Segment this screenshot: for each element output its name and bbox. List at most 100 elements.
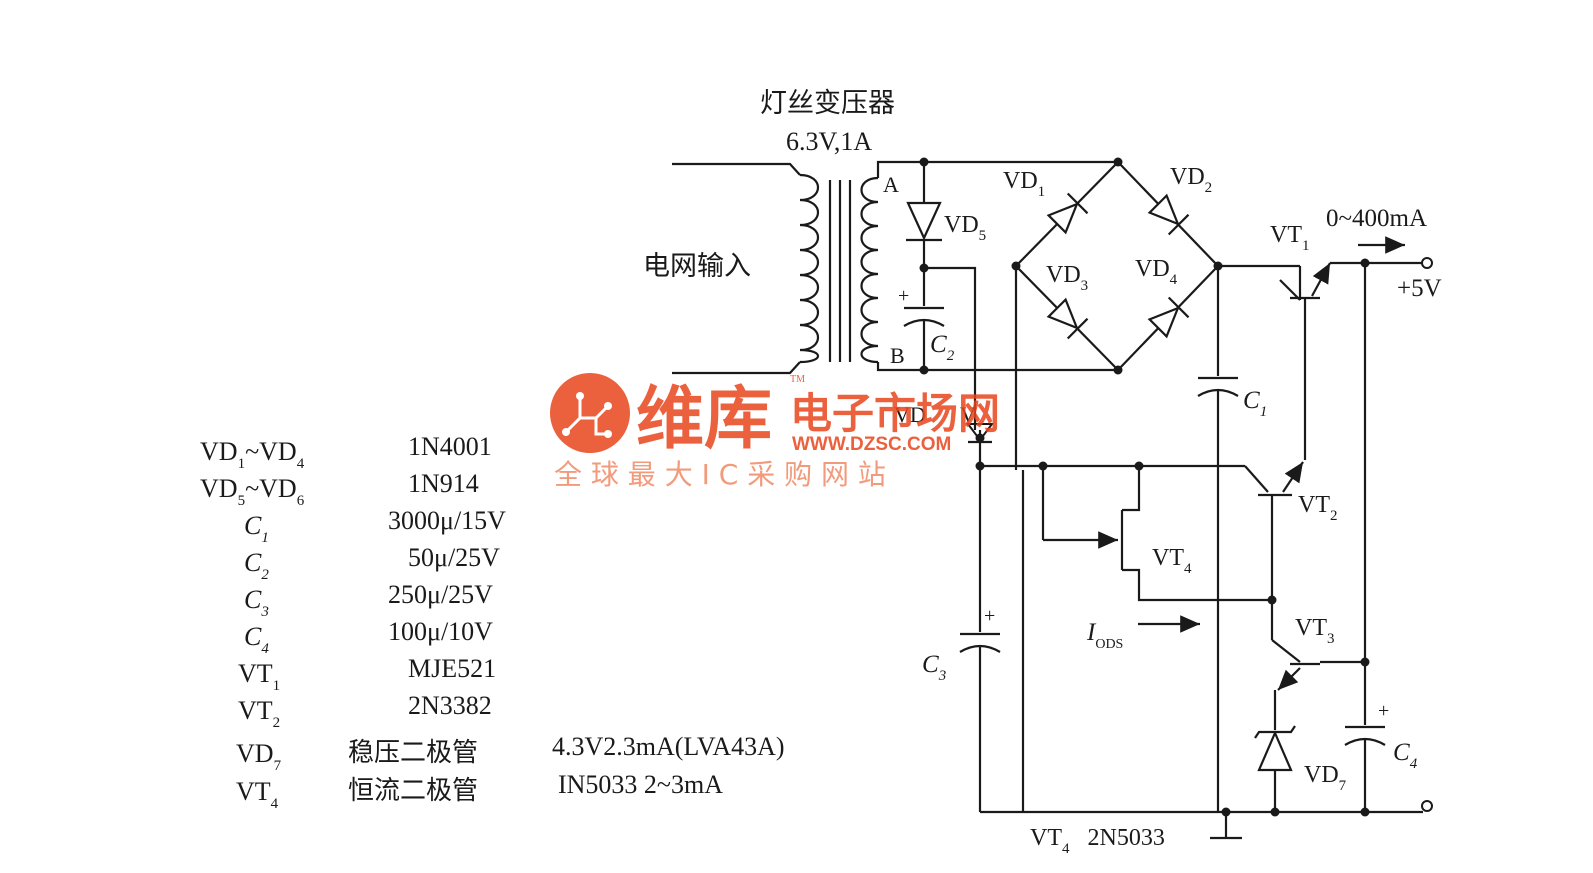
watermark-brand: 维库 <box>636 380 772 459</box>
vt1-transistor: VT1 <box>1270 222 1365 460</box>
vd5-label: VD5 <box>944 212 986 244</box>
parts-list-ref: VD5~VD6 <box>200 474 305 509</box>
vd2-label: VD2 <box>1170 164 1212 196</box>
output-current-label: 0~400mA <box>1326 205 1427 232</box>
parts-list-ref: C1 <box>244 511 269 546</box>
vt2-collector-stub <box>1244 465 1269 493</box>
iods-label: IODS <box>1086 619 1123 652</box>
vt2-emitter <box>1282 461 1304 493</box>
vt3-transistor: VT3 <box>1271 615 1365 730</box>
watermark-url: WWW.DZSC.COM <box>792 434 951 455</box>
vd3-diode-symbol <box>1046 297 1089 340</box>
vt4-jfet: VT4 IODS <box>1041 466 1272 652</box>
c1-section: C1 <box>1197 266 1267 812</box>
junction-dot <box>919 157 929 167</box>
c4-section: + C4 <box>1344 662 1418 812</box>
parts-list-value: 50μ/25V <box>408 543 500 572</box>
vd3-label: VD3 <box>1046 262 1088 294</box>
parts-list-ref: VT1 <box>238 659 280 694</box>
parts-list-ref: VD1~VD4 <box>200 437 305 472</box>
secondary-lead-b <box>876 362 924 372</box>
parts-list-extra-desc: 稳压二极管 <box>348 738 478 768</box>
junction-dot <box>1360 657 1370 667</box>
vt1-emitter <box>1311 262 1331 297</box>
parts-list-extra-desc: 恒流二极管 <box>348 776 478 806</box>
junction-dot <box>1360 807 1370 817</box>
watermark-slogan: 全 球 最 大 I C 采 购 网 站 <box>554 458 886 491</box>
parts-list-value: 2N3382 <box>408 691 492 720</box>
junction-dot <box>919 365 929 375</box>
watermark: 维库 电子市场网 TM WWW.DZSC.COM 全 球 最 大 I C 采 购… <box>550 373 1000 491</box>
vd2-diode-symbol <box>1147 193 1190 236</box>
junction-dots <box>919 157 1370 817</box>
transformer-title: 灯丝变压器 <box>760 88 895 119</box>
primary-lead-top <box>672 162 801 176</box>
junction-dot <box>1038 461 1048 471</box>
parts-list-value: 250μ/25V <box>388 580 493 609</box>
vt4-source <box>1122 568 1272 602</box>
junction-dot <box>1221 807 1231 817</box>
vd7-zener-bar <box>1254 725 1296 739</box>
vt4-drain <box>1122 466 1141 512</box>
junction-dot <box>975 433 985 443</box>
parts-list-extra-ref: VD7 <box>236 739 282 774</box>
output-positive-terminal[interactable] <box>1421 257 1433 269</box>
secondary-lead-a <box>876 160 924 178</box>
junction-dot <box>1360 258 1370 268</box>
junction-dot <box>1267 595 1277 605</box>
c4-plus: + <box>1378 700 1389 722</box>
junction-dot <box>975 461 985 471</box>
c2-label: C2 <box>930 331 955 364</box>
vt1-label: VT1 <box>1270 222 1310 254</box>
vt4-label: VT4 <box>1152 545 1192 577</box>
tap-b-label: B <box>890 343 905 368</box>
vd1-diode-symbol <box>1046 192 1089 235</box>
parts-list-ref: C2 <box>244 548 269 583</box>
vt2-label: VT2 <box>1298 492 1338 524</box>
junction-dot <box>1213 261 1223 271</box>
vd5-c2-section: VD5 + C2 <box>898 160 1118 430</box>
vt3-collector <box>1271 639 1301 663</box>
vd7-label: VD7 <box>1304 762 1347 794</box>
vd6-partial-label: VD <box>894 402 926 427</box>
parts-list-extra-value: 4.3V2.3mA(LVA43A) <box>552 732 785 761</box>
primary-lead-bottom <box>672 361 801 375</box>
secondary-coil <box>860 176 879 364</box>
vd7-zener-symbol <box>1257 730 1293 772</box>
c3-label: C3 <box>922 651 946 684</box>
mains-input-label: 电网输入 <box>643 251 751 282</box>
watermark-tm: TM <box>790 374 805 385</box>
parts-list-value: 1N4001 <box>408 432 492 461</box>
parts-list-value: MJE521 <box>408 654 496 683</box>
vd4-diode-symbol <box>1147 296 1190 339</box>
vt2-transistor: VT2 <box>1040 461 1338 640</box>
bridge-rectifier: VD1 VD2 VD3 VD4 <box>1003 161 1300 812</box>
vd6-partial-v: V <box>960 402 976 427</box>
output-section: 0~400mA +5V <box>980 205 1442 814</box>
tap-a-label: A <box>883 172 899 197</box>
watermark-logo-icon <box>550 373 630 453</box>
parts-list-value: 1N914 <box>408 469 479 498</box>
transformer-rating: 6.3V,1A <box>786 127 872 156</box>
primary-coil <box>799 173 820 364</box>
c4-label: C4 <box>1393 739 1418 772</box>
vd1-label: VD1 <box>1003 168 1045 200</box>
transformer: 灯丝变压器 6.3V,1A 电网输入 A B <box>643 88 924 375</box>
junction-dot <box>1113 157 1123 167</box>
junction-dot <box>1270 807 1280 817</box>
vd4-label: VD4 <box>1135 256 1178 288</box>
parts-list: VD1~VD41N4001VD5~VD61N914C13000μ/15VC250… <box>200 432 506 731</box>
vt3-emitter <box>1277 667 1301 691</box>
parts-list-value: 100μ/10V <box>388 617 493 646</box>
vd7-zener: VD7 <box>1254 725 1347 812</box>
c3-plus: + <box>984 605 995 627</box>
vt1-collector-stub <box>1279 279 1301 301</box>
output-negative-terminal[interactable] <box>1421 800 1433 812</box>
c2-plus: + <box>898 285 909 307</box>
vt3-label: VT3 <box>1295 615 1335 647</box>
watermark-brand2: 电子市场网 <box>790 389 1000 438</box>
parts-list-extra-ref: VT4 <box>236 777 279 812</box>
